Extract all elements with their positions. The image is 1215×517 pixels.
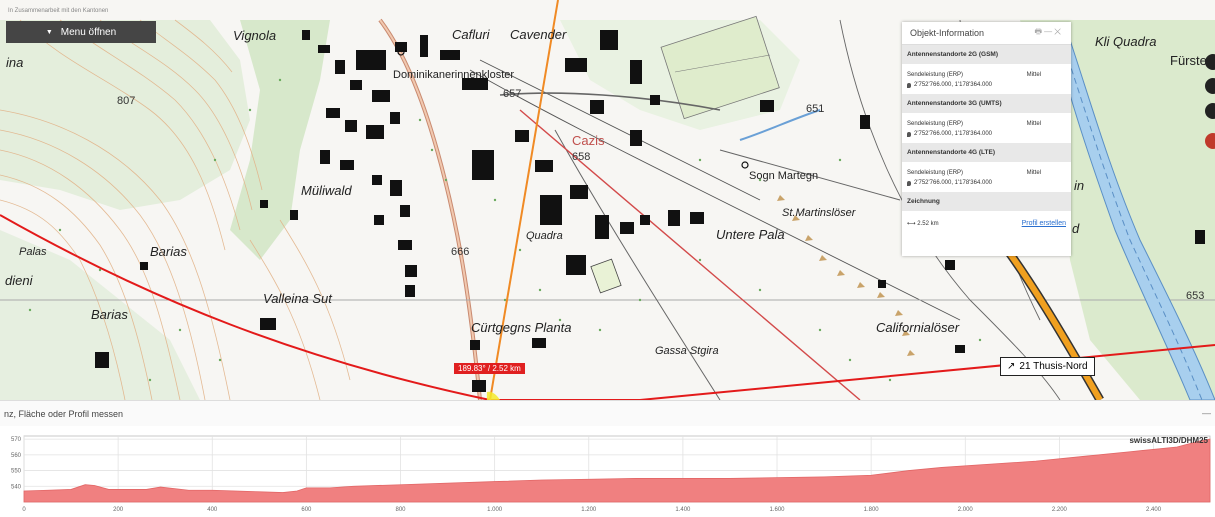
coordinate-text: 2'752'766.000, 1'178'364.000 — [914, 82, 992, 88]
x-tick-label: 1.400 — [675, 507, 691, 513]
x-tick-label: 0 — [22, 507, 26, 513]
place-label: Sogn Martegn — [749, 170, 819, 182]
x-tick-label: 1.600 — [770, 507, 786, 513]
field-value: Mittel — [1026, 72, 1041, 78]
measure-label: 189.83° / 2.52 km — [454, 363, 525, 374]
measure-toolbar-label: nz, Fläche oder Profil messen — [4, 408, 124, 419]
coordinate-text: 2'752'766.000, 1'178'364.000 — [914, 180, 992, 186]
panel-section-title: Antennenstandorte 3G (UMTS) — [902, 94, 1071, 113]
x-tick-label: 1.800 — [864, 507, 880, 513]
place-label: Barias — [150, 244, 187, 259]
panel-field-row: Sendeleistung (ERP) Mittel — [902, 64, 1071, 80]
place-label: Cafluri — [452, 27, 490, 42]
place-label: Fürste — [1170, 53, 1207, 68]
map-view[interactable]: In Zusammenarbeit mit den Kantonen ▼ Men… — [0, 0, 1215, 400]
locate-button[interactable] — [1205, 103, 1215, 119]
x-tick-label: 400 — [207, 507, 218, 513]
measure-toolbar[interactable]: nz, Fläche oder Profil messen — — [0, 400, 1215, 426]
x-tick-label: 1.000 — [487, 507, 503, 513]
field-name: Sendeleistung (ERP) — [907, 121, 964, 127]
place-label: Cazis — [572, 133, 605, 148]
location-pin-icon — [907, 180, 911, 186]
coordinate-text: 2'752'766.000, 1'178'364.000 — [914, 131, 992, 137]
x-tick-label: 2.200 — [1052, 507, 1068, 513]
x-tick-label: 1.200 — [581, 507, 597, 513]
place-label: ina — [6, 55, 24, 70]
drawing-section-title: Zeichnung — [902, 192, 1071, 211]
place-label: Untere Pala — [716, 227, 785, 242]
place-label: Müliwald — [301, 183, 352, 198]
top-note: In Zusammenarbeit mit den Kantonen — [8, 8, 109, 14]
place-label: Cürtgegns Planta — [471, 320, 572, 335]
elevation-area — [23, 438, 1211, 503]
panel-sections: Antennenstandorte 2G (GSM)Sendeleistung … — [902, 45, 1071, 192]
y-tick-label: 560 — [11, 453, 22, 459]
panel-field-row: Sendeleistung (ERP) Mittel — [902, 113, 1071, 129]
place-label: dieni — [5, 273, 33, 288]
route-label-text: 21 Thusis-Nord — [1019, 361, 1088, 372]
panel-title: Objekt-Information — [910, 28, 985, 38]
panel-coordinate[interactable]: 2'752'766.000, 1'178'364.000 — [902, 129, 1071, 143]
field-name: Sendeleistung (ERP) — [907, 170, 964, 176]
place-label: Californialöser — [876, 320, 960, 335]
place-label: 653 — [1186, 290, 1205, 302]
swiss-flag-icon[interactable] — [1205, 133, 1215, 149]
place-label: 666 — [451, 246, 470, 258]
place-label: Palas — [19, 246, 47, 258]
place-label: Quadra — [526, 230, 563, 242]
model-label: swissALTI3D/DHM25 — [1129, 436, 1208, 445]
place-label: Dominikanerinnenkloster — [393, 69, 515, 81]
drawing-footer: ⟷ 2.52 km Profil erstellen — [902, 211, 1071, 231]
place-label: Barias — [91, 307, 128, 322]
arrow-northeast-icon: ↗ — [1007, 361, 1016, 372]
distance-icon: ⟷ — [907, 221, 916, 227]
place-label: Cavender — [510, 27, 567, 42]
panel-coordinate[interactable]: 2'752'766.000, 1'178'364.000 — [902, 178, 1071, 192]
place-label: 651 — [806, 103, 825, 115]
place-label: 658 — [572, 151, 591, 163]
y-tick-label: 540 — [11, 484, 22, 490]
place-label: Gassa Stgira — [655, 345, 719, 357]
place-label: 807 — [117, 95, 136, 107]
place-label: Kli Quadra — [1095, 34, 1157, 49]
print-icon[interactable]: 🖶 — [1034, 27, 1045, 36]
y-tick-label: 570 — [11, 437, 22, 443]
location-pin-icon — [907, 131, 911, 137]
x-tick-label: 2.000 — [958, 507, 974, 513]
place-label: Valleina Sut — [263, 291, 332, 306]
field-value: Mittel — [1026, 121, 1041, 127]
place-label: St.Martinslöser — [782, 207, 856, 219]
panel-section-title: Antennenstandorte 2G (GSM) — [902, 45, 1071, 64]
close-icon[interactable]: ✕ — [1054, 27, 1063, 36]
x-tick-label: 200 — [113, 507, 124, 513]
panel-header: Objekt-Information 🖶—✕ — [902, 22, 1071, 45]
x-tick-label: 2.400 — [1146, 507, 1162, 513]
place-label: in — [1074, 178, 1085, 193]
panel-field-row: Sendeleistung (ERP) Mittel — [902, 162, 1071, 178]
place-label: Vignola — [233, 28, 277, 43]
caret-down-icon: ▼ — [45, 28, 53, 36]
route-label[interactable]: ↗ 21 Thusis-Nord — [1000, 357, 1095, 376]
place-label: d — [1072, 221, 1080, 236]
field-value: Mittel — [1026, 170, 1041, 176]
panel-coordinate[interactable]: 2'752'766.000, 1'178'364.000 — [902, 80, 1071, 94]
elevation-profile-chart[interactable]: 540 550 560 570 0 200 400 600 800 1.000 1.200 1.400… — [0, 426, 1215, 517]
object-info-panel: Objekt-Information 🖶—✕ Antennenstandorte… — [902, 22, 1071, 256]
location-pin-icon — [907, 82, 911, 88]
y-tick-label: 550 — [11, 469, 22, 475]
panel-section-title: Antennenstandorte 4G (LTE) — [902, 143, 1071, 162]
x-tick-label: 600 — [301, 507, 312, 513]
drawing-distance: 2.52 km — [917, 221, 939, 227]
field-name: Sendeleistung (ERP) — [907, 72, 964, 78]
create-profile-link[interactable]: Profil erstellen — [1021, 220, 1066, 227]
measure-handle[interactable] — [483, 388, 507, 400]
x-tick-label: 800 — [396, 507, 407, 513]
minimize-profile-button[interactable]: — — [1202, 408, 1211, 418]
menu-open-label: Menu öffnen — [60, 26, 117, 38]
menu-open-button[interactable]: ▼ Menu öffnen — [6, 21, 156, 43]
place-label: 657 — [503, 88, 522, 100]
minimize-icon[interactable]: — — [1044, 27, 1055, 36]
zoom-in-button[interactable] — [1205, 54, 1215, 70]
zoom-out-button[interactable] — [1205, 78, 1215, 94]
